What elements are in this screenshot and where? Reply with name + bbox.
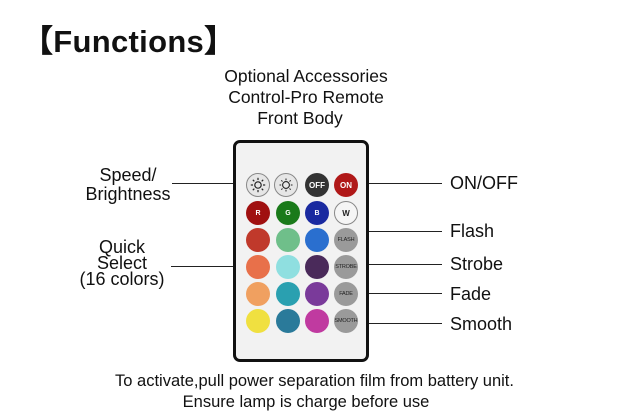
- fade-button-label: FADE: [339, 291, 353, 297]
- footer-line-charge: Ensure lamp is charge before use: [182, 393, 430, 411]
- color-button-7[interactable]: [246, 282, 270, 306]
- on-button[interactable]: ON: [334, 173, 358, 197]
- label-speed: Speed/ Brightness: [72, 166, 184, 204]
- leader-flash: [356, 231, 442, 233]
- header-line-remote: Control-Pro Remote: [228, 87, 384, 107]
- leader-fade: [356, 293, 442, 295]
- off-button-label: OFF: [309, 180, 325, 190]
- label-quick-line1: Quick: [98, 237, 145, 257]
- label-smooth: Smooth: [450, 314, 513, 334]
- green-button[interactable]: G: [276, 201, 300, 225]
- white-button-label: W: [342, 208, 350, 218]
- label-quick-line2: Select: [96, 253, 148, 273]
- label-quick-line3: (16 colors): [79, 269, 165, 289]
- color-button-4[interactable]: [246, 255, 270, 279]
- smooth-button-label: SMOOTH: [334, 318, 358, 324]
- flash-button[interactable]: FLASH: [334, 228, 358, 252]
- brightness-down-icon: [279, 178, 293, 192]
- label-onoff: ON/OFF: [450, 173, 518, 193]
- label-quick-select: Quick Select (16 colors): [72, 237, 172, 289]
- color-button-11[interactable]: [276, 309, 300, 333]
- on-button-label: ON: [340, 180, 352, 190]
- red-button[interactable]: R: [246, 201, 270, 225]
- header-line-accessories: Optional Accessories: [224, 66, 388, 86]
- leader-onoff: [356, 183, 442, 185]
- color-button-8[interactable]: [276, 282, 300, 306]
- header-line-front-body: Front Body: [257, 108, 343, 128]
- footer-line-activate: To activate,pull power separation film f…: [115, 372, 514, 390]
- brightness-down-button[interactable]: [274, 173, 298, 197]
- color-button-10[interactable]: [246, 309, 270, 333]
- color-button-5[interactable]: [276, 255, 300, 279]
- color-button-1[interactable]: [246, 228, 270, 252]
- page-title: 【Functions】: [22, 24, 236, 59]
- label-strobe: Strobe: [450, 254, 504, 274]
- leader-speed: [172, 183, 242, 185]
- white-button[interactable]: W: [334, 201, 358, 225]
- color-button-6[interactable]: [305, 255, 329, 279]
- leader-smooth: [356, 323, 442, 325]
- brightness-up-button[interactable]: [246, 173, 270, 197]
- green-button-label: G: [285, 209, 291, 217]
- flash-button-label: FLASH: [337, 237, 355, 243]
- label-fade: Fade: [450, 284, 492, 304]
- label-speed-line1: Speed/: [99, 165, 157, 185]
- blue-button[interactable]: B: [305, 201, 329, 225]
- label-speed-line2: Brightness: [85, 184, 171, 204]
- leader-quick-select: [171, 266, 242, 268]
- color-button-12[interactable]: [305, 309, 329, 333]
- remote-control: OFF ON R G B W FLASH STROBE FADE SMOOTH: [233, 140, 369, 362]
- blue-button-label: B: [314, 209, 320, 217]
- fade-button[interactable]: FADE: [334, 282, 358, 306]
- label-flash: Flash: [450, 221, 495, 241]
- strobe-button[interactable]: STROBE: [334, 255, 358, 279]
- off-button[interactable]: OFF: [305, 173, 329, 197]
- strobe-button-label: STROBE: [335, 264, 357, 270]
- red-button-label: R: [255, 209, 261, 217]
- leader-strobe: [356, 264, 442, 266]
- color-button-9[interactable]: [305, 282, 329, 306]
- color-button-2[interactable]: [276, 228, 300, 252]
- smooth-button[interactable]: SMOOTH: [334, 309, 358, 333]
- color-button-3[interactable]: [305, 228, 329, 252]
- brightness-up-icon: [250, 177, 266, 193]
